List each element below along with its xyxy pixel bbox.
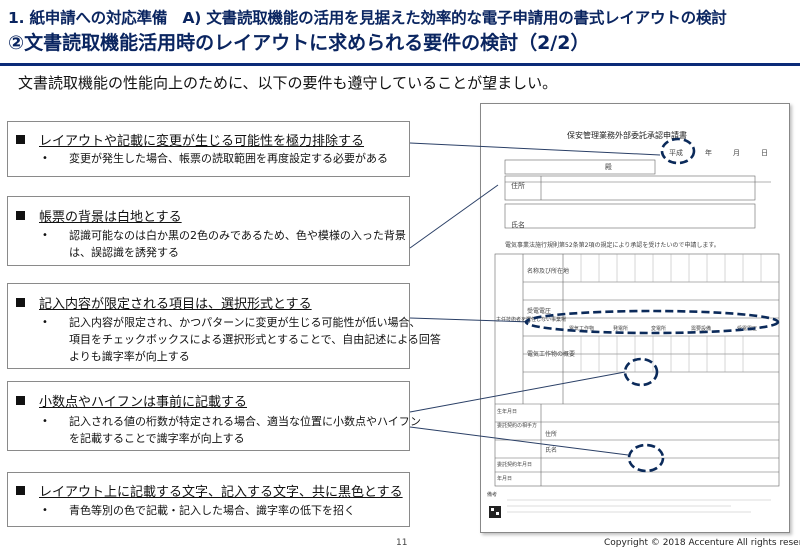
requirement-detail: 記入される値の桁数が特定される場合、適当な位置に小数点やハイフン <box>69 415 421 428</box>
form-grid <box>489 159 780 518</box>
requirement-box-2: 帳票の背景は白地とする • 認識可能なのは白か黒の2色のみであるため、色や模様の… <box>7 196 410 266</box>
highlight-ellipse <box>623 357 659 387</box>
copyright: Copyright © 2018 Accenture All rights re… <box>604 538 800 548</box>
requirement-box-1: レイアウトや記載に変更が生じる可能性を極力排除する • 変更が発生した場合、帳票… <box>7 121 410 177</box>
square-bullet-icon <box>16 211 25 220</box>
requirement-detail: 変更が発生した場合、帳票の読取範囲を再度設定する必要がある <box>69 152 388 165</box>
requirement-heading: レイアウトや記載に変更が生じる可能性を極力排除する <box>16 130 364 149</box>
requirement-detail: 記入内容が限定され、かつパターンに変更が生じる可能性が低い場合、 <box>69 316 421 329</box>
bullet-icon: • <box>42 153 48 164</box>
square-bullet-icon <box>16 396 25 405</box>
connector-line <box>409 317 531 323</box>
bullet-icon: • <box>42 317 48 328</box>
connector-line <box>409 142 661 156</box>
bullet-icon: • <box>42 505 48 516</box>
requirement-heading: 小数点やハイフンは事前に記載する <box>16 391 247 410</box>
intro-text: 文書読取機能の性能向上のために、以下の要件も遵守していることが望ましい。 <box>18 74 558 92</box>
connector-line <box>409 184 499 249</box>
title-divider <box>0 63 800 66</box>
highlight-ellipse <box>524 309 780 335</box>
requirement-detail: よりも識字率が向上する <box>69 350 190 363</box>
requirement-detail: 青色等別の色で記載・記入した場合、識字率の低下を招く <box>69 504 355 517</box>
requirement-detail: は、誤認識を誘発する <box>69 246 179 259</box>
requirement-box-5: レイアウト上に記載する文字、記入する文字、共に黒色とする • 青色等別の色で記載… <box>7 472 410 527</box>
highlight-ellipse <box>660 137 696 165</box>
requirement-heading: 記入内容が限定される項目は、選択形式とする <box>16 293 312 312</box>
sample-form-image: 保安管理業務外部委託承認申請書 平成 年 月 日 殿 住所 氏名 電気事業法施行… <box>480 103 790 533</box>
square-bullet-icon <box>16 486 25 495</box>
section-heading: 1. 紙申請への対応準備 A) 文書読取機能の活用を見据えた効率的な電子申請用の… <box>8 9 727 27</box>
requirement-heading: 帳票の背景は白地とする <box>16 206 182 225</box>
square-bullet-icon <box>16 135 25 144</box>
requirement-detail: 認識可能なのは白か黒の2色のみであるため、色や模様の入った背景 <box>69 229 406 242</box>
connector-line <box>409 371 626 413</box>
page-number: 11 <box>396 538 408 548</box>
requirement-box-3: 記入内容が限定される項目は、選択形式とする • 記入内容が限定され、かつパターン… <box>7 283 441 369</box>
page-title: ②文書読取機能活用時のレイアウトに求められる要件の検討（2/2） <box>8 32 590 54</box>
requirement-heading: レイアウト上に記載する文字、記入する文字、共に黒色とする <box>16 481 403 500</box>
requirement-detail: を記載することで識字率が向上する <box>69 432 245 445</box>
form-era: 平成 <box>669 149 683 157</box>
form-title: 保安管理業務外部委託承認申請書 <box>567 131 687 140</box>
bullet-icon: • <box>42 230 48 241</box>
requirement-box-4: 小数点やハイフンは事前に記載する • 記入される値の桁数が特定される場合、適当な… <box>7 381 421 451</box>
bullet-icon: • <box>42 416 48 427</box>
highlight-ellipse <box>627 443 665 473</box>
requirement-detail: 項目をチェックボックスによる選択形式とすることで、自由記述による回答 <box>69 333 441 346</box>
square-bullet-icon <box>16 298 25 307</box>
connector-line <box>409 426 629 456</box>
